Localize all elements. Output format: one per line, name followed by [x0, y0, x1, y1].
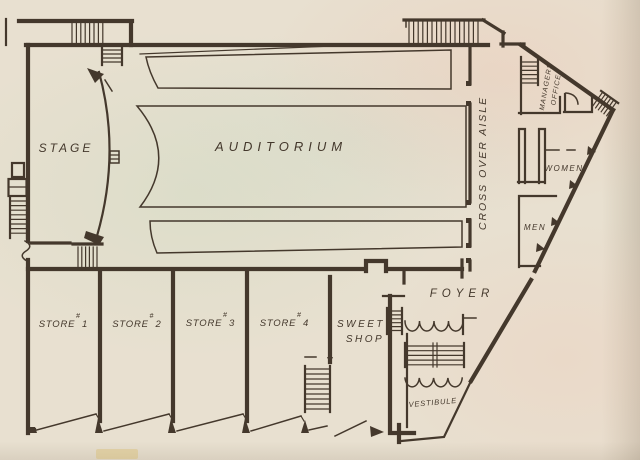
labels: STAGE AUDITORIUM CROSS OVER AISLE MANAGE…: [39, 62, 583, 409]
svg-text:#: #: [76, 313, 80, 320]
svg-text:4: 4: [303, 318, 309, 329]
foyer-door-arcs: [404, 320, 464, 332]
stage-detail: [21, 68, 120, 263]
svg-text:STORE: STORE: [186, 318, 223, 329]
sweet-shop-label-line2: SHOP: [346, 334, 384, 345]
vestibule-label: VESTIBULE: [408, 396, 457, 409]
store-4-label: STORE # 4: [260, 312, 309, 329]
seating-bank-middle: [135, 105, 467, 208]
stair-stage-north: [101, 49, 123, 63]
stair-top-right: [408, 21, 479, 44]
auditorium-seating: [135, 45, 467, 254]
proscenium-curve: [95, 70, 111, 238]
svg-text:STORE: STORE: [112, 319, 149, 330]
svg-text:#: #: [223, 312, 227, 319]
stairs: [7, 21, 620, 414]
svg-text:#: #: [150, 313, 154, 320]
store-1-label: STORE # 1: [39, 313, 88, 330]
vestibule-door-arcs: [404, 377, 464, 388]
svg-text:3: 3: [229, 318, 235, 329]
stair-foyer: [403, 341, 466, 369]
seating-bank-bottom: [149, 220, 463, 254]
svg-text:#: #: [297, 312, 301, 319]
tape-mark: [96, 449, 138, 459]
doors-and-storefronts: [28, 81, 596, 438]
sweet-shop-label-line1: SWEET: [337, 319, 385, 330]
managers-door-arc: [565, 92, 579, 105]
svg-text:STORE: STORE: [260, 318, 297, 329]
stair-east-corner: [592, 89, 620, 117]
stair-west-exterior: [7, 161, 29, 240]
stair-store4: [303, 356, 332, 414]
stair-stage-south: [77, 246, 98, 269]
door-squiggle: [21, 239, 31, 263]
foyer-label: FOYER: [430, 288, 495, 300]
svg-text:2: 2: [154, 319, 161, 330]
aisle-door-jambs: [466, 81, 471, 263]
svg-text:1: 1: [82, 319, 88, 330]
cross-over-aisle-label: CROSS OVER AISLE: [477, 96, 489, 230]
auditorium-label: AUDITORIUM: [214, 139, 347, 154]
stair-box-office: [381, 294, 406, 336]
store-2-label: STORE # 2: [112, 313, 161, 330]
stage-label: STAGE: [39, 141, 94, 155]
store-3-label: STORE # 3: [186, 312, 235, 329]
stair-top-left: [71, 22, 104, 44]
stair-managers-office: [520, 56, 540, 87]
storefront-windows: [32, 413, 368, 438]
seating-bank-top: [145, 49, 452, 90]
men-label: MEN: [524, 223, 546, 232]
svg-text:STORE: STORE: [39, 319, 76, 330]
women-label: WOMEN: [544, 164, 583, 173]
